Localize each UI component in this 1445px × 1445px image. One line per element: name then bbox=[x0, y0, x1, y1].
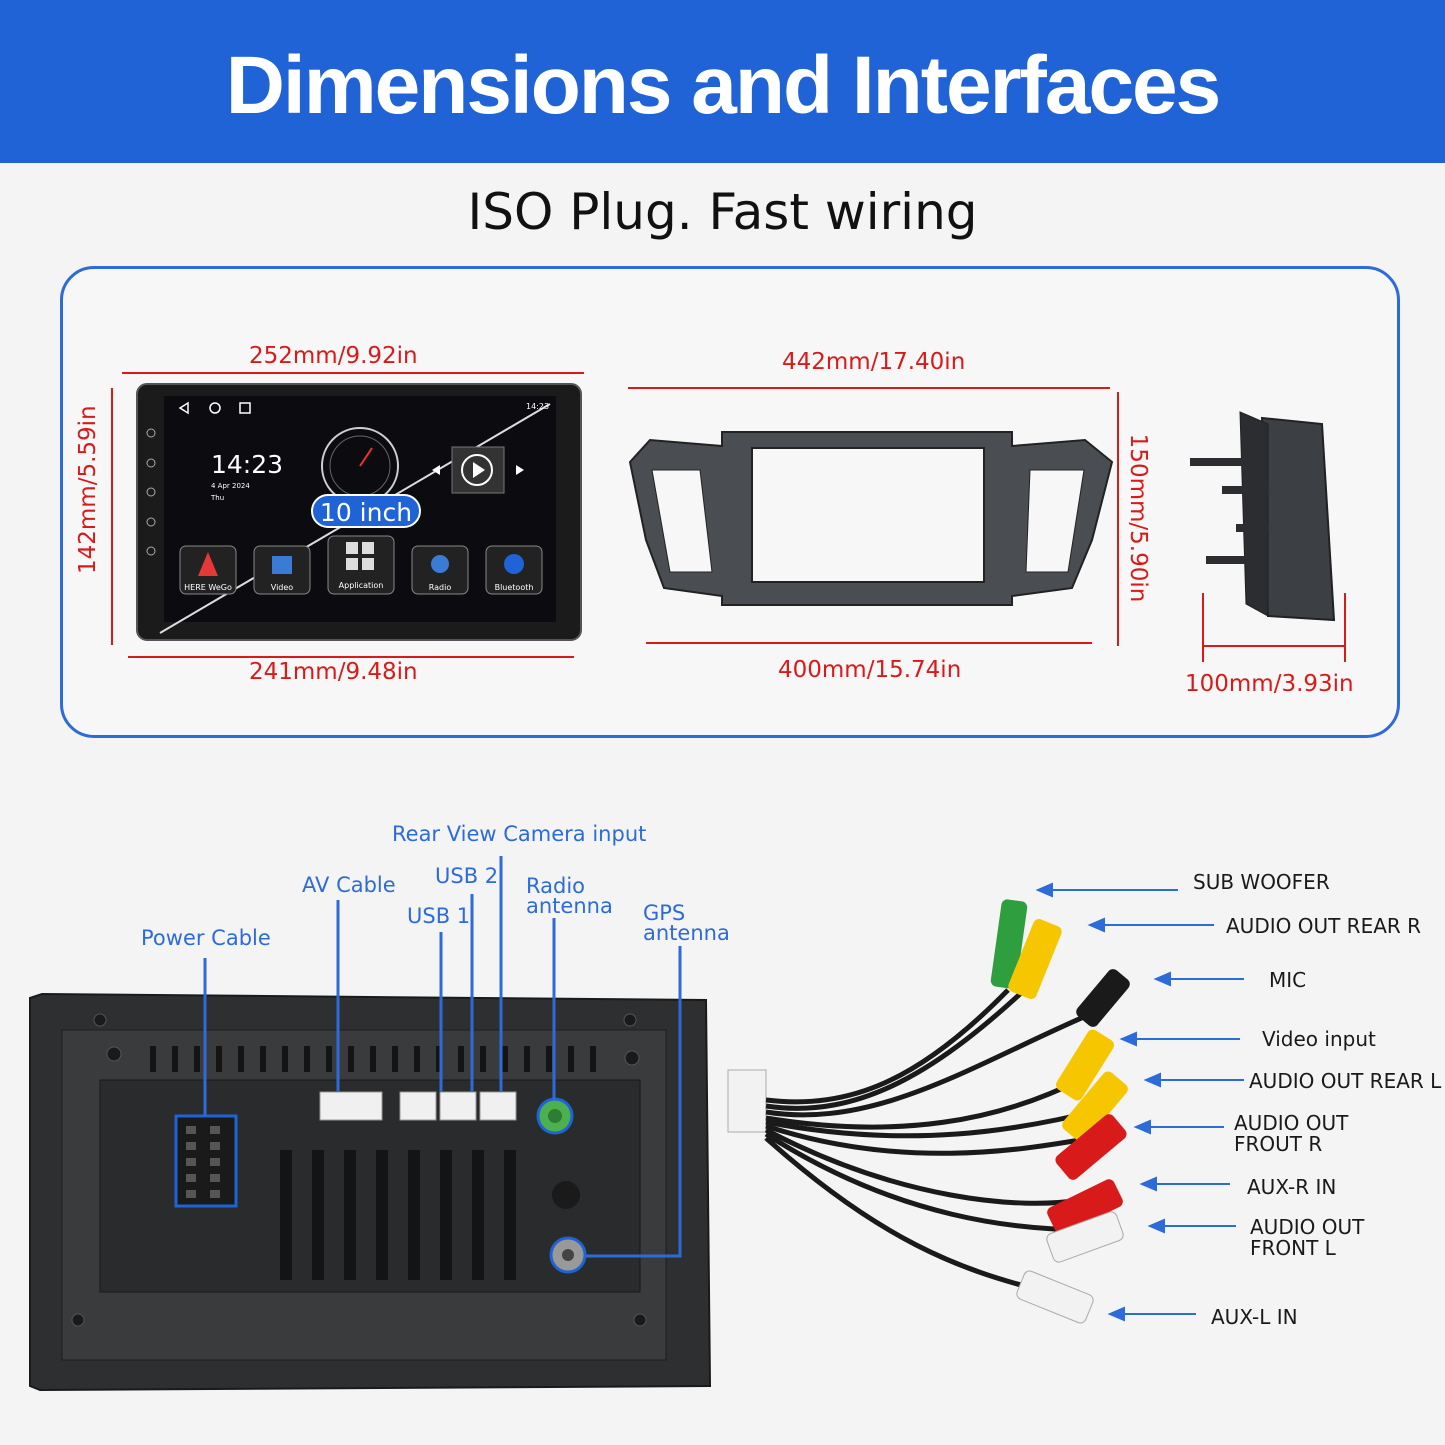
port-leader-lines bbox=[203, 856, 682, 1258]
header-banner: Dimensions and Interfaces bbox=[0, 0, 1445, 163]
dim-frame-height: 150mm/5.90in bbox=[1125, 433, 1151, 603]
label-audio-out-rear-l: AUDIO OUT REAR L bbox=[1249, 1069, 1442, 1093]
rca-harness bbox=[727, 899, 1130, 1324]
page-title: Dimensions and Interfaces bbox=[225, 40, 1222, 131]
app-label-bluetooth: Bluetooth bbox=[494, 583, 534, 592]
dim-frame-top-width: 442mm/17.40in bbox=[782, 349, 966, 375]
app-label-application: Application bbox=[338, 581, 384, 590]
dim-screen-top-width: 252mm/9.92in bbox=[249, 343, 418, 369]
label-gps-antenna: GPS antenna bbox=[643, 901, 730, 945]
label-aux-r-in: AUX-R IN bbox=[1247, 1175, 1337, 1199]
screen-size-badge: 10 inch bbox=[311, 494, 421, 528]
label-av-cable: AV Cable bbox=[302, 873, 396, 897]
fascia-frame bbox=[628, 431, 1114, 606]
label-audio-out-front-l: AUDIO OUT FRONT L bbox=[1250, 1215, 1365, 1260]
cable-arrows bbox=[1035, 882, 1244, 1322]
label-aux-l-in: AUX-L IN bbox=[1211, 1305, 1298, 1329]
label-audio-out-front-r: AUDIO OUT FROUT R bbox=[1234, 1111, 1349, 1156]
label-radio-antenna: Radio antenna bbox=[526, 874, 613, 918]
label-audio-out-rear-r: AUDIO OUT REAR R bbox=[1226, 914, 1422, 938]
dim-frame-bottom-width: 400mm/15.74in bbox=[778, 657, 962, 683]
screen-status-time: 14:23 bbox=[526, 402, 550, 411]
label-video-input: Video input bbox=[1262, 1027, 1376, 1051]
page-subtitle: ISO Plug. Fast wiring bbox=[467, 183, 978, 241]
label-rear-camera: Rear View Camera input bbox=[392, 822, 647, 846]
screen-clock: 14:23 bbox=[211, 450, 284, 479]
dim-screen-height: 142mm/5.59in bbox=[75, 405, 101, 574]
app-label-video: Video bbox=[270, 583, 294, 592]
dimension-lines bbox=[111, 372, 1346, 662]
app-label-radio: Radio bbox=[428, 583, 452, 592]
label-mic: MIC bbox=[1269, 968, 1307, 992]
label-usb1: USB 1 bbox=[407, 904, 471, 928]
head-unit-rear bbox=[29, 992, 712, 1392]
dim-depth: 100mm/3.93in bbox=[1185, 671, 1354, 697]
label-usb2: USB 2 bbox=[435, 864, 499, 888]
screen-day: Thu bbox=[211, 494, 225, 502]
label-sub-woofer: SUB WOOFER bbox=[1193, 870, 1330, 894]
mounting-bracket bbox=[1190, 411, 1336, 622]
label-power-cable: Power Cable bbox=[141, 926, 271, 950]
screen-date: 4 Apr 2024 bbox=[211, 482, 250, 490]
dim-screen-bottom-width: 241mm/9.48in bbox=[249, 659, 418, 685]
app-label-here-wego: HERE WeGo bbox=[184, 583, 232, 592]
